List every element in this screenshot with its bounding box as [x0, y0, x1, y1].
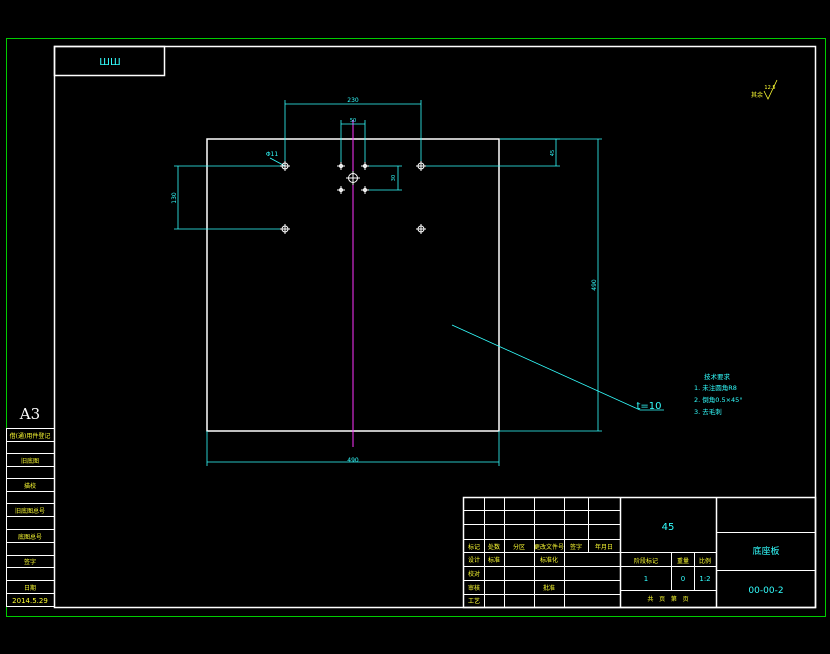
- dim-top-offset: 45: [550, 150, 556, 156]
- dim-hole-diameter: Φ11: [266, 151, 279, 158]
- stage-value: 1: [644, 575, 648, 583]
- inner-frame: [53, 45, 817, 609]
- side-row-6: 日期: [24, 584, 36, 592]
- side-table: [6, 428, 55, 607]
- dim-plate-width: 490: [347, 457, 359, 464]
- weight-label: 重量: [677, 557, 689, 565]
- top-tag: ШШ: [99, 57, 120, 68]
- process-label: 工艺: [468, 597, 480, 605]
- hole-small-3: [337, 186, 345, 194]
- roughness-value: 12.5: [764, 85, 775, 91]
- check-label: 校对: [468, 570, 480, 578]
- sheet-size: A3: [19, 405, 40, 423]
- header-cell-3: 更改文件号: [534, 543, 564, 551]
- side-row-4: 底图总号: [18, 533, 42, 541]
- tech-note-2: 2. 倒角0.5×45°: [694, 395, 743, 404]
- header-cell-1: 处数: [488, 543, 500, 551]
- material: 45: [662, 522, 675, 533]
- holes: [280, 161, 426, 234]
- hole-small-1: [337, 162, 345, 170]
- part-name: 底座板: [752, 545, 779, 557]
- sheets-label: 共 页 第 页: [647, 595, 688, 603]
- side-row-0: 借(通)用件登记: [10, 432, 51, 440]
- tech-note-3: 3. 去毛刺: [694, 407, 722, 416]
- hole-bottom-right: [416, 224, 426, 234]
- hole-small-2: [361, 162, 369, 170]
- design-label: 设计: [468, 556, 480, 564]
- dim-left-height: 130: [171, 192, 178, 204]
- roughness-symbol: [763, 79, 778, 100]
- dim-hole-span: 230: [347, 97, 359, 104]
- weight-value: 0: [681, 575, 685, 583]
- hole-top-left: [280, 161, 290, 171]
- header-cell-4: 签字: [570, 543, 582, 551]
- tech-notes-title: 技术要求: [704, 372, 731, 381]
- side-row-1: 旧底图: [21, 457, 39, 465]
- outer-frame: [6, 38, 826, 617]
- header-cell-0: 标记: [468, 543, 480, 551]
- drawing-no: 00-00-2: [748, 586, 783, 596]
- header-cell-5: 年月日: [595, 543, 613, 551]
- title-block: [462, 496, 817, 609]
- side-row-3: 旧底图总号: [15, 507, 45, 515]
- standard-label: 标准化: [540, 556, 558, 564]
- std-mark: 标准: [488, 556, 500, 564]
- top-tag-box: [53, 45, 166, 77]
- hole-top-right: [416, 161, 426, 171]
- roughness-label: 其余: [751, 91, 763, 99]
- scale-label: 比例: [699, 557, 711, 565]
- side-date: 2014.5.29: [12, 597, 48, 605]
- dimension-lines: [174, 100, 664, 466]
- approve-label: 批准: [543, 584, 555, 592]
- hole-center: [346, 171, 360, 185]
- header-cell-2: 分区: [513, 543, 525, 551]
- scale-value: 1:2: [699, 575, 710, 583]
- thickness-label: t=10: [636, 401, 661, 412]
- dim-plate-height: 490: [591, 279, 598, 291]
- dim-small-height: 30: [391, 175, 397, 181]
- hole-small-4: [361, 186, 369, 194]
- audit-label: 审核: [468, 584, 480, 592]
- side-row-5: 签字: [24, 558, 36, 566]
- tech-note-1: 1. 未注圆角R8: [694, 383, 737, 392]
- stage-label: 阶段标记: [634, 557, 658, 565]
- hole-bottom-left: [280, 224, 290, 234]
- dim-small-span: 50: [350, 118, 356, 124]
- side-row-2: 描校: [24, 482, 36, 490]
